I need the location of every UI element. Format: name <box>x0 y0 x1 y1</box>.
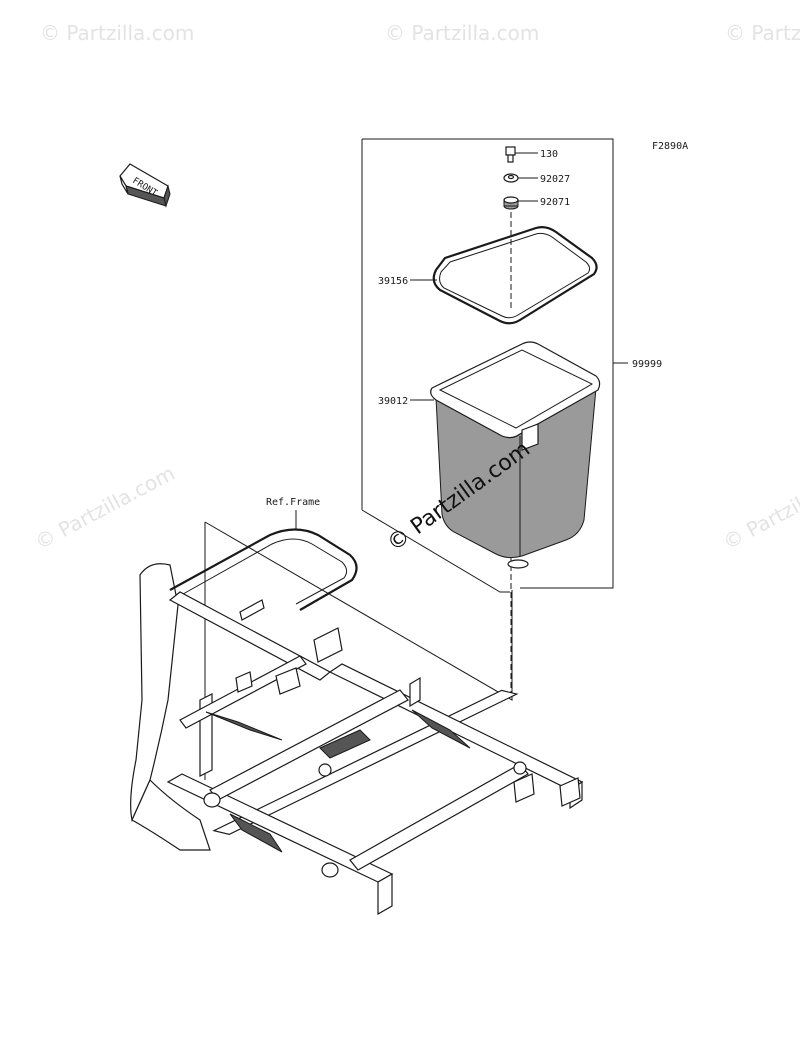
assembly-bracket <box>361 138 628 589</box>
watermark-top-left: © Partzilla.com <box>40 21 194 45</box>
bolt-icon <box>505 146 538 163</box>
watermark-mid-left: © Partzilla.com <box>31 461 179 555</box>
watermark-mid-right: © Partzilla.com <box>719 461 800 555</box>
front-arrow-icon: FRONT <box>119 163 171 208</box>
watermark-top-center: © Partzilla.com <box>385 21 539 45</box>
reference-frame-label: Ref.Frame <box>266 497 320 508</box>
part-label-39012: 39012 <box>378 396 408 407</box>
diagram-code: F2890A <box>652 141 688 152</box>
seal-ring <box>432 226 598 325</box>
watermark-top-right: © Partzilla.com <box>725 21 800 45</box>
part-label-92071: 92071 <box>540 197 570 208</box>
washer-icon <box>503 173 538 183</box>
grommet-icon <box>503 196 538 210</box>
part-label-39156: 39156 <box>378 276 408 287</box>
vehicle-frame <box>130 528 584 916</box>
part-label-130: 130 <box>540 149 558 160</box>
storage-box <box>430 341 601 569</box>
part-label-92027: 92027 <box>540 174 570 185</box>
watermark-group: © Partzilla.com © Partzilla.com © Partzi… <box>31 21 800 554</box>
part-label-99999: 99999 <box>632 359 662 370</box>
